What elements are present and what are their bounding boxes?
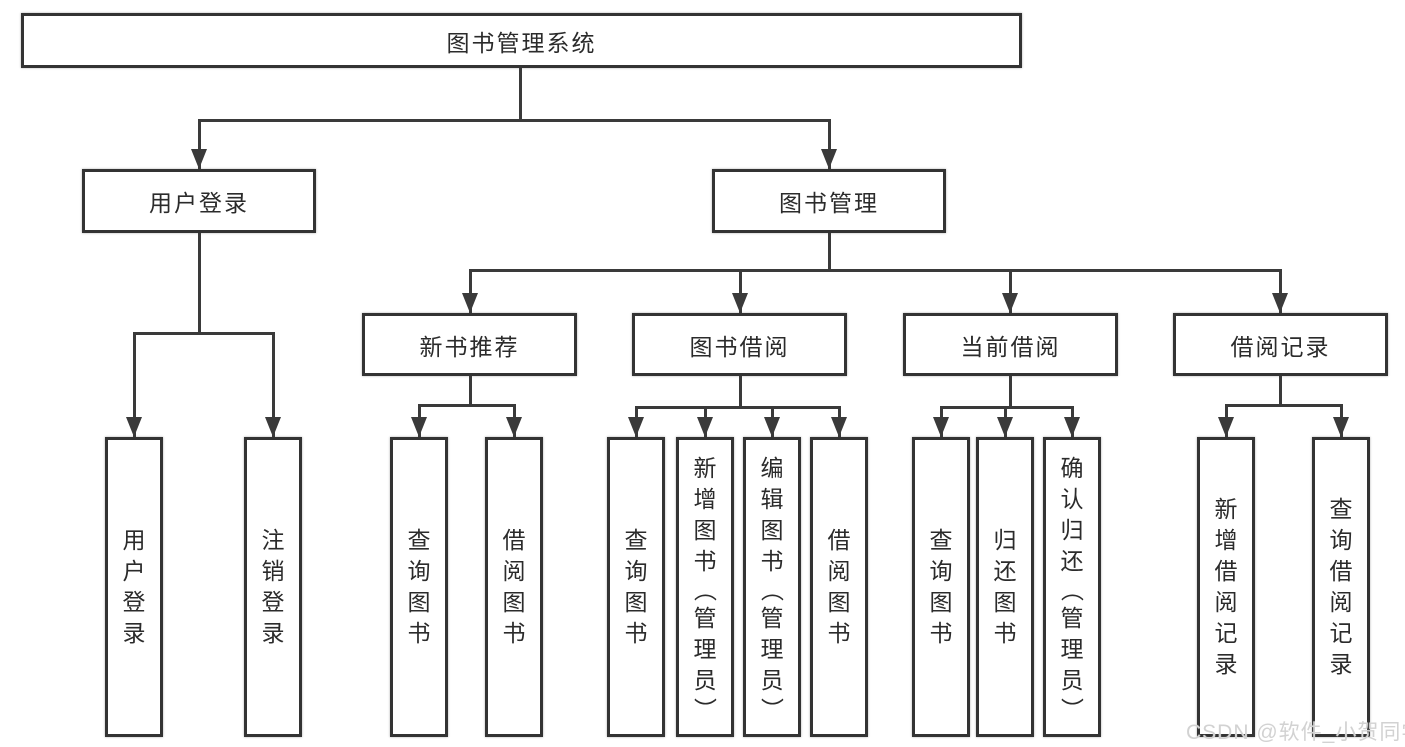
node-label: 图书管理系统 <box>446 29 597 56</box>
node-return-book: 归还图书 <box>976 437 1034 737</box>
arrowhead-icon <box>821 149 837 169</box>
arrowhead-icon <box>126 417 142 437</box>
node-label: 借阅图书 <box>502 527 526 646</box>
node-new-book-recommend: 新书推荐 <box>362 313 577 376</box>
node-label: 确认归还（管理员） <box>1059 454 1086 720</box>
node-label: 查询图书 <box>407 527 431 646</box>
node-label: 新增图书（管理员） <box>692 454 719 720</box>
connector-line <box>1278 269 1282 313</box>
node-label: 借阅记录 <box>1230 333 1331 360</box>
node-user-login: 用户登录 <box>82 169 316 233</box>
arrowhead-icon <box>411 417 427 437</box>
connector-line <box>827 119 831 169</box>
csdn-watermark: CSDN @软件_小贺同学 <box>1186 721 1405 744</box>
connector-line <box>1224 403 1343 407</box>
connector-line <box>417 403 516 407</box>
connector-line <box>1008 269 1012 313</box>
node-label: 图书借阅 <box>689 333 790 360</box>
node-book-management: 图书管理 <box>712 169 946 233</box>
node-label: 查询图书 <box>929 527 953 646</box>
node-borrow-book-borrowing: 借阅图书 <box>810 437 868 737</box>
connector-line <box>827 233 831 272</box>
connector-line <box>132 331 275 335</box>
connector-line <box>197 233 201 335</box>
node-current-borrowing: 当前借阅 <box>903 313 1118 376</box>
arrowhead-icon <box>1272 293 1288 313</box>
connector-line <box>197 119 201 169</box>
node-edit-book-admin: 编辑图书（管理员） <box>743 437 801 737</box>
node-label: 查询借阅记录 <box>1329 496 1353 677</box>
connector-line <box>939 405 1074 409</box>
node-book-borrowing: 图书借阅 <box>632 313 847 376</box>
node-label: 当前借阅 <box>960 333 1061 360</box>
node-borrow-records: 借阅记录 <box>1173 313 1388 376</box>
node-label: 查询图书 <box>624 527 648 646</box>
arrowhead-icon <box>506 417 522 437</box>
connector-line <box>468 376 472 407</box>
node-label: 编辑图书（管理员） <box>759 454 786 720</box>
arrowhead-icon <box>1002 293 1018 313</box>
arrowhead-icon <box>764 417 780 437</box>
connector-line <box>468 268 1282 272</box>
arrowhead-icon <box>831 417 847 437</box>
arrowhead-icon <box>265 417 281 437</box>
arrowhead-icon <box>628 417 644 437</box>
arrowhead-icon <box>933 417 949 437</box>
connector-line <box>1278 376 1282 407</box>
node-query-books-recommend: 查询图书 <box>390 437 448 737</box>
connector-line <box>634 405 841 409</box>
node-user-login-leaf: 用户登录 <box>105 437 163 737</box>
node-add-book-admin: 新增图书（管理员） <box>676 437 734 737</box>
connector-line <box>518 68 522 122</box>
node-label: 用户登录 <box>122 527 146 646</box>
arrowhead-icon <box>1333 417 1349 437</box>
node-label: 新书推荐 <box>419 333 520 360</box>
node-query-books-current: 查询图书 <box>912 437 970 737</box>
node-label: 新增借阅记录 <box>1214 496 1238 677</box>
node-query-borrow-record: 查询借阅记录 <box>1312 437 1370 737</box>
node-label: 图书管理 <box>779 190 879 216</box>
arrowhead-icon <box>462 293 478 313</box>
arrowhead-icon <box>191 149 207 169</box>
connector-line <box>738 269 742 313</box>
connector-line <box>197 118 831 122</box>
node-logout-leaf: 注销登录 <box>244 437 302 737</box>
node-label: 借阅图书 <box>827 527 851 646</box>
node-borrow-book-recommend: 借阅图书 <box>485 437 543 737</box>
connector-line <box>271 332 275 437</box>
connector-line <box>1008 376 1012 409</box>
node-system: 图书管理系统 <box>21 13 1022 68</box>
arrowhead-icon <box>697 417 713 437</box>
node-label: 归还图书 <box>993 527 1017 646</box>
arrowhead-icon <box>1064 417 1080 437</box>
connector-line <box>132 332 136 437</box>
arrowhead-icon <box>732 293 748 313</box>
node-label: 注销登录 <box>261 527 285 646</box>
arrowhead-icon <box>997 417 1013 437</box>
node-query-books-borrowing: 查询图书 <box>607 437 665 737</box>
arrowhead-icon <box>1218 417 1234 437</box>
connector-line <box>738 376 742 409</box>
node-confirm-return-admin: 确认归还（管理员） <box>1043 437 1101 737</box>
node-label: 用户登录 <box>149 190 249 216</box>
connector-line <box>468 269 472 313</box>
node-add-borrow-record: 新增借阅记录 <box>1197 437 1255 737</box>
